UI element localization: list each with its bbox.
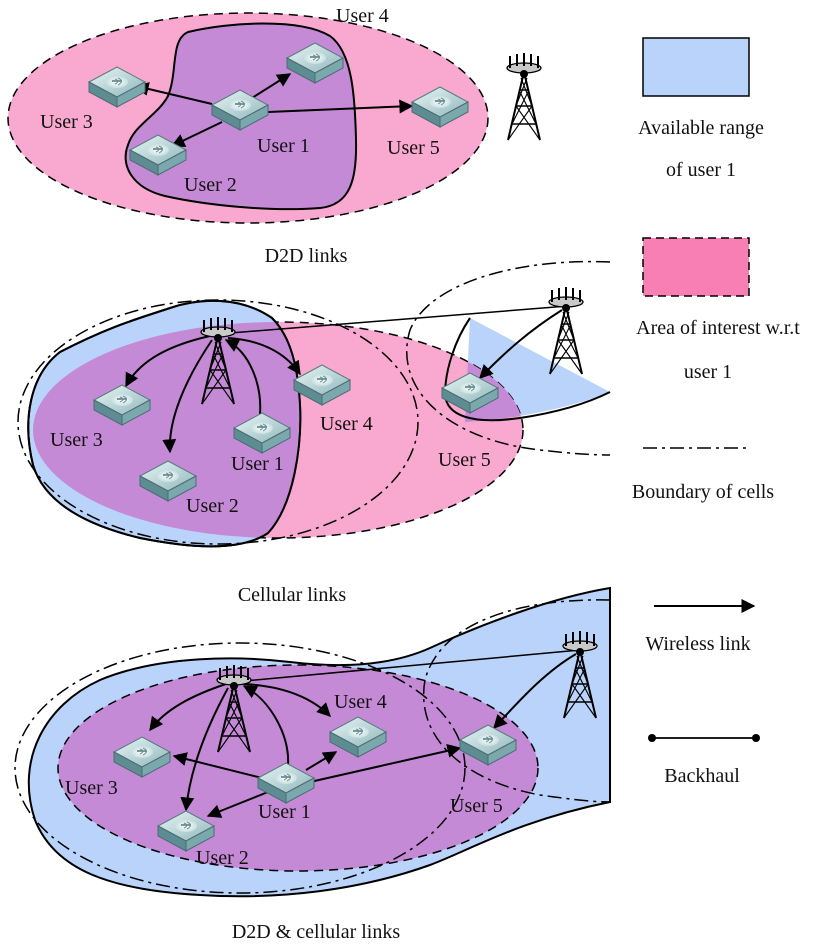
legend-label-available-range: of user 1 [666,159,736,181]
legend-label-area-of-interest: user 1 [684,361,732,383]
legend-label-available-range: Available range [638,117,764,139]
user-label: User 3 [50,429,103,451]
cell-boundary [17,299,419,545]
panel-combined: User 1 User 2 User 3 User 4 User 5 D2D &… [14,586,611,943]
user-label: User 3 [65,777,118,799]
user-label: User 2 [196,847,249,869]
user-label: User 1 [231,453,284,475]
cell-boundary [405,260,611,456]
cell-tower-icon [548,286,584,375]
legend-label-boundary: Boundary of cells [632,481,774,503]
user-label: User 2 [184,174,237,196]
user-label: User 5 [387,137,440,159]
legend-label-wireless: Wireless link [645,633,750,655]
backhaul-link [233,649,581,683]
panel-d2d: User 1 User 2 User 3 User 4 User 5 D2D l… [7,5,542,267]
panel-cellular: User 1 User 2 User 3 User 4 User 5 Cellu… [17,260,611,606]
user-label: User 4 [334,691,387,713]
panel-caption: Cellular links [238,584,347,606]
legend-swatch-available-range [642,37,750,97]
cell-boundary [14,642,466,894]
cell-tower-icon [506,52,542,141]
legend-label-area-of-interest: Area of interest w.r.t [636,317,800,339]
backhaul-link [217,305,569,335]
panel-caption: D2D links [265,245,348,267]
legend-swatch-area-of-interest [642,237,750,297]
legend-label-backhaul: Backhaul [664,765,740,787]
user-label: User 5 [450,795,503,817]
user-label: User 1 [257,135,310,157]
legend: Available range of user 1 Area of intere… [632,37,800,787]
user-label: User 3 [40,111,93,133]
user-label: User 5 [438,449,491,471]
user-label: User 4 [320,413,373,435]
user-label: User 1 [258,801,311,823]
user-label: User 4 [336,5,389,27]
panel-caption: D2D & cellular links [232,921,401,943]
user-label: User 2 [186,495,239,517]
